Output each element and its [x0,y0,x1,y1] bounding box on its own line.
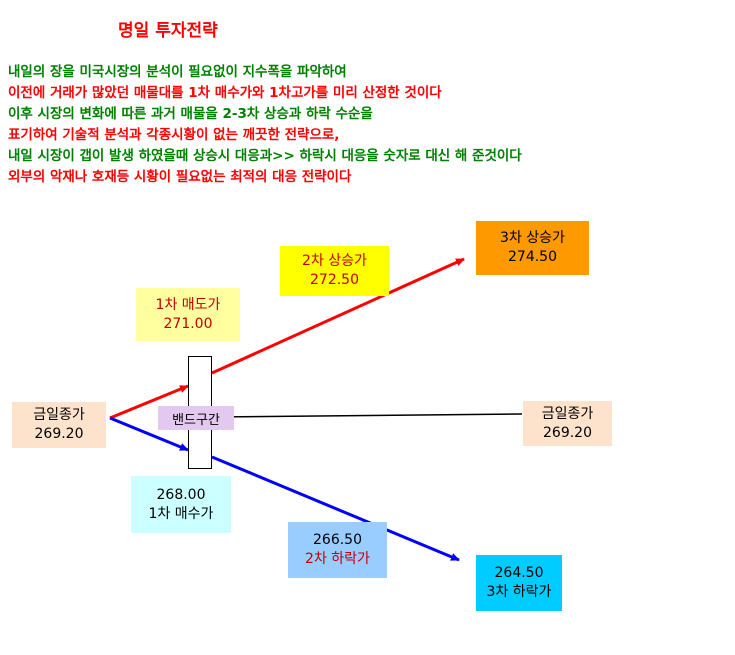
rise2-value: 272.50 [310,272,359,288]
rise3-box: 3차 상승가 274.50 [476,221,589,275]
up-arrow-1 [109,384,189,420]
rise2-label: 2차 상승가 [302,253,367,269]
close-right-value: 269.20 [543,424,592,441]
sell1-box: 1차 매도가 271.00 [136,288,240,341]
band-label: 밴드구간 [158,406,234,430]
down-arrow-1 [109,416,189,452]
down-arrow-2 [211,455,460,562]
up-arrow-2 [211,257,465,375]
close-left-value: 269.20 [34,426,84,442]
rise3-value: 274.50 [508,249,557,265]
flat-line [211,413,523,418]
strategy-line-2: 이전에 거래가 많았던 매물대를 1차 매수가와 1차고가를 미리 산정한 것이… [8,85,442,101]
page-title: 명일 투자전략 [118,21,218,41]
close-right-box: 금일종가 269.20 [523,401,612,446]
close-left-label: 금일종가 [33,407,85,423]
strategy-line-3: 이후 시장의 변화에 따른 과거 매물을 2-3차 상승과 하락 수순을 [8,106,373,122]
sell1-label: 1차 매도가 [155,296,221,313]
rise2-box: 2차 상승가 272.50 [280,246,389,296]
strategy-line-6: 외부의 악재나 호재등 시황이 필요없는 최적의 대응 전략이다 [8,169,352,185]
fall2-label: 2차 하락가 [305,551,370,567]
fall3-value: 264.50 [494,565,544,581]
close-left-box: 금일종가 269.20 [12,402,106,448]
fall3-box: 264.50 3차 하락가 [476,555,562,611]
fall2-box: 266.50 2차 하락가 [288,522,387,578]
rise3-label: 3차 상승가 [500,230,565,246]
fall3-label: 3차 하락가 [486,584,552,600]
buy1-label: 1차 매수가 [148,505,214,522]
close-right-label: 금일종가 [541,405,594,422]
buy1-box: 268.00 1차 매수가 [131,476,231,533]
strategy-line-4: 표기하여 기술적 분석과 각종시황이 없는 깨끗한 전략으로, [8,127,340,143]
sell1-value: 271.00 [163,315,213,332]
strategy-line-5: 내일 시장이 갭이 발생 하였을때 상승시 대응과>> 하락시 대응을 숫자로 … [8,148,522,164]
buy1-value: 268.00 [156,486,206,503]
strategy-line-1: 내일의 장을 미국시장의 분석이 필요없이 지수폭을 파악하여 [8,64,347,80]
fall2-value: 266.50 [313,532,362,548]
